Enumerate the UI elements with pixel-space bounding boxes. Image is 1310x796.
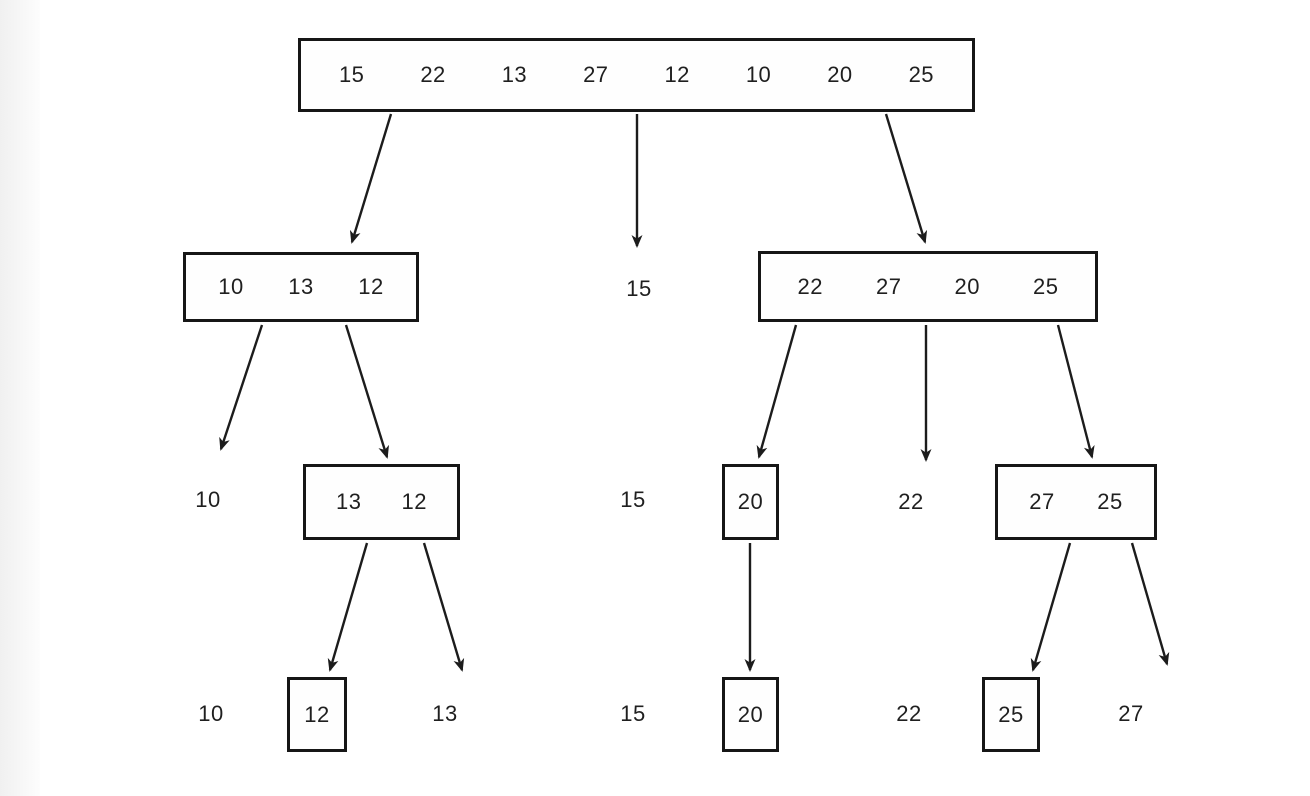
array-value: 27: [1029, 489, 1055, 514]
array-value: 10: [218, 274, 244, 299]
array-box-right-partition: 22 27 20 25: [758, 251, 1098, 322]
leaf-value-27: 27: [1118, 701, 1144, 726]
array-value: 20: [737, 489, 764, 514]
array-value: 20: [737, 701, 764, 727]
array-box-20-bottom: 20: [722, 677, 779, 752]
leaf-value-10-bottom: 10: [198, 701, 224, 726]
array-value: 13: [501, 62, 528, 87]
arrow-box-27-25-to-box-25: [1030, 542, 1072, 672]
pivot-value-15-level3: 15: [620, 487, 646, 512]
leaf-value-13: 13: [432, 701, 458, 726]
array-value: 12: [304, 701, 330, 727]
array-box-25: 25: [982, 677, 1040, 752]
array-value: 25: [998, 701, 1024, 727]
arrow-box-13-12-to-leaf-13: [422, 542, 465, 672]
array-box-13-12: 13 12: [303, 464, 460, 540]
leaf-value-10: 10: [195, 487, 221, 512]
arrow-root-to-right-partition: [884, 113, 928, 244]
arrow-root-to-left-partition: [349, 113, 393, 244]
arrow-right-to-box-27-25: [1056, 324, 1095, 459]
leaf-value-22-bottom: 22: [896, 701, 922, 726]
page-left-gradient: [0, 0, 40, 796]
array-box-left-partition: 10 13 12: [183, 252, 419, 322]
array-value: 13: [336, 489, 362, 514]
array-value: 12: [664, 62, 690, 87]
leaf-value-15-bottom: 15: [620, 701, 646, 726]
arrow-right-to-box-20: [756, 324, 798, 459]
array-value: 15: [338, 62, 365, 87]
array-value: 10: [745, 62, 772, 87]
array-value: 27: [876, 273, 902, 299]
array-value: 22: [420, 62, 446, 87]
array-value: 13: [288, 274, 314, 299]
array-value: 12: [401, 489, 427, 514]
array-value: 25: [1033, 273, 1059, 299]
array-value: 27: [583, 62, 609, 87]
arrow-left-to-box-13-12: [344, 324, 389, 459]
array-box-27-25: 27 25: [995, 464, 1157, 540]
array-box-20: 20: [722, 464, 779, 540]
array-box-root: 15 22 13 27 12 10 20 25: [298, 38, 975, 112]
arrow-box-27-25-to-leaf-27: [1130, 542, 1170, 666]
array-value: 25: [1097, 489, 1123, 514]
array-value: 20: [827, 62, 853, 87]
array-box-12: 12: [287, 677, 347, 752]
pivot-value-15: 15: [626, 276, 652, 301]
arrow-left-to-leaf-10: [219, 324, 264, 451]
array-value: 20: [954, 273, 980, 299]
leaf-value-22: 22: [898, 489, 924, 514]
array-value: 22: [797, 273, 823, 299]
array-value: 12: [358, 274, 384, 299]
array-value: 25: [908, 62, 935, 87]
arrow-box-13-12-to-box-12: [327, 542, 369, 672]
